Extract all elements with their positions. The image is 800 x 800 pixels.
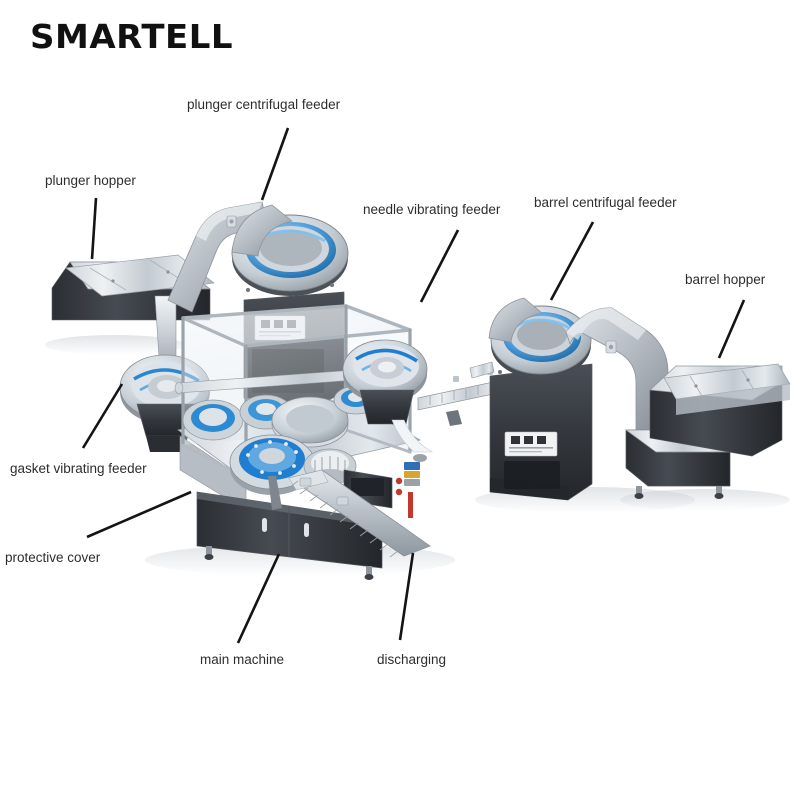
callout-label-main-machine: main machine [200, 652, 285, 667]
barrel-centrifugal-feeder-unit [469, 297, 593, 501]
callout-label-barrel-centrifugal-feeder: barrel centrifugal feeder [534, 195, 677, 210]
callout-label-discharging: discharging [377, 652, 447, 667]
callout-label-barrel-hopper: barrel hopper [685, 272, 766, 287]
protective-cover-panel [196, 491, 383, 580]
needle-vibrating-feeder-unit [342, 339, 434, 462]
barrel-hopper-assembly [565, 307, 791, 499]
discharging-ramp [288, 469, 431, 558]
callout-label-protective-cover: protective cover [5, 550, 101, 565]
smartell-logo: SMARTELL [30, 17, 234, 56]
linear-transfer-track [417, 369, 513, 426]
callout-label-plunger-centrifugal-feeder: plunger centrifugal feeder [187, 97, 341, 112]
callout-label-needle-vibrating-feeder: needle vibrating feeder [363, 202, 501, 217]
callout-label-gasket-vibrating-feeder: gasket vibrating feeder [10, 461, 147, 476]
callout-label-plunger-hopper: plunger hopper [45, 173, 136, 188]
